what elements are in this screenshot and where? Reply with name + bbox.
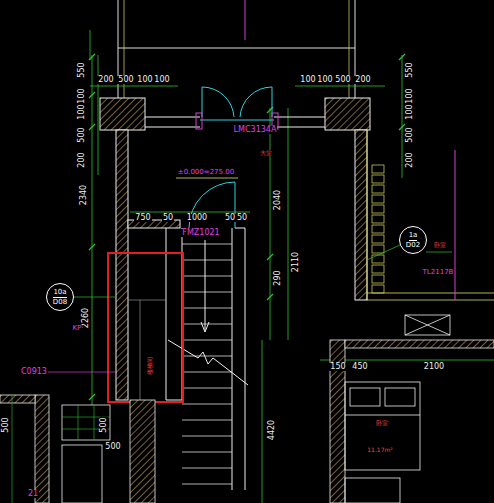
- dimension-text: 500: [104, 443, 121, 451]
- dimension-text: 200: [78, 151, 86, 168]
- door-tag: FMZ1021: [181, 229, 220, 237]
- dimension-text: 150: [329, 363, 346, 371]
- dimension-text: 500: [2, 416, 10, 433]
- dimension-text: 290: [274, 269, 282, 286]
- room-name: 卧室: [375, 420, 389, 426]
- dimension-text: 500: [78, 126, 86, 143]
- dimension-text: 100: [406, 87, 414, 104]
- dimension-text: 2100: [423, 363, 445, 371]
- callout-text: 21: [27, 490, 39, 498]
- dimension-text: 750: [134, 214, 151, 222]
- dimension-text: 50: [224, 214, 236, 222]
- dimension-text: 50: [162, 214, 174, 222]
- elevation-text: ±0.000=275.00: [177, 169, 235, 176]
- window-tag: C0913: [20, 368, 48, 376]
- dimension-text: 100: [406, 103, 414, 120]
- dimension-text: 450: [351, 363, 368, 371]
- area-text: 11.17m²: [366, 447, 393, 453]
- callout-text: KP: [72, 325, 83, 332]
- room-name: 楼梯间: [147, 356, 153, 376]
- dimension-text: 200: [406, 151, 414, 168]
- room-name: 大堂: [259, 150, 273, 156]
- detail-callout-circle: 1aD02: [399, 226, 427, 254]
- dimension-text: 1000: [186, 214, 208, 222]
- dimension-text: 550: [78, 61, 86, 78]
- dimension-text: 500: [117, 76, 134, 84]
- dimension-text: 100: [316, 76, 333, 84]
- door-tag: LMC3134A: [233, 126, 278, 134]
- dimension-text: 500: [100, 416, 108, 433]
- callout-number: 1a: [409, 231, 418, 241]
- dimension-text: 50: [236, 214, 248, 222]
- detail-callout-circle: 10aD08: [46, 283, 74, 311]
- dimension-text: 100: [78, 87, 86, 104]
- dimension-text: 2260: [82, 307, 90, 329]
- dimension-text: 200: [97, 76, 114, 84]
- callout-number: D08: [53, 298, 67, 307]
- dimension-text: 2110: [292, 251, 300, 273]
- dimension-text: 200: [354, 76, 371, 84]
- door-tag: TL2117B: [422, 269, 455, 276]
- callout-number: 10a: [53, 288, 66, 298]
- dimension-text: 500: [406, 126, 414, 143]
- dimension-text: 4420: [268, 419, 276, 441]
- callout-number: D02: [406, 241, 420, 250]
- dimension-text: 550: [406, 61, 414, 78]
- dimension-text: 2340: [80, 184, 88, 206]
- dimension-text: 2040: [274, 189, 282, 211]
- dimension-text: 100: [153, 76, 170, 84]
- dimension-text: 100: [299, 76, 316, 84]
- dimension-text: 100: [136, 76, 153, 84]
- room-name: 卧室: [433, 242, 447, 248]
- dimension-text: 500: [334, 76, 351, 84]
- dimension-text: 100: [78, 103, 86, 120]
